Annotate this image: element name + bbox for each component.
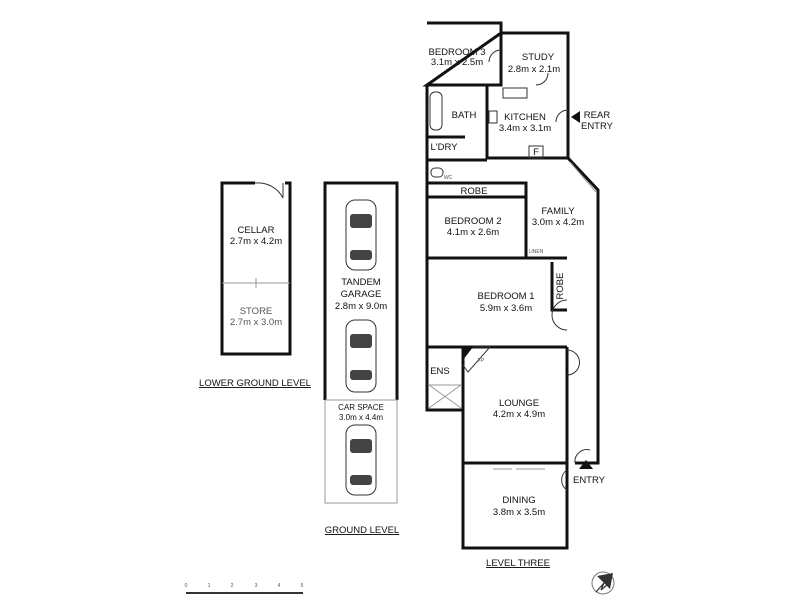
scale-tick: 3 [255, 583, 258, 589]
bedroom3-label: BEDROOM 3 [428, 47, 485, 58]
cellar-size: 2.7m x 4.2m [230, 236, 282, 247]
level-three: BEDROOM 3 3.1m x 2.5m STUDY 2.8m x 2.1m … [422, 21, 614, 569]
scale-tick: 2 [231, 583, 234, 589]
dining-label: DINING [502, 495, 535, 506]
wc-label: WC [444, 175, 453, 181]
fridge-label: F [533, 147, 539, 158]
bath-label: BATH [452, 110, 477, 121]
ground-level: TANDEM GARAGE 2.8m x 9.0m CAR SPACE 3.0m… [323, 181, 399, 536]
robe1-label: ROBE [555, 273, 566, 300]
door-swings[interactable] [488, 49, 549, 86]
rear-entry-label-2: ENTRY [581, 121, 614, 132]
entry-door-swings[interactable] [551, 109, 591, 491]
rear-entry-arrow-icon [571, 111, 580, 123]
car-icon [345, 199, 377, 271]
scale-tick: 5 [301, 583, 304, 589]
entry-arrow-icon [579, 460, 593, 469]
bedroom1-size: 5.9m x 3.6m [480, 303, 532, 314]
bedroom3-size: 3.1m x 2.5m [431, 57, 483, 68]
kitchen-label: KITCHEN [504, 112, 546, 123]
lounge-label: LOUNGE [499, 398, 539, 409]
north-arrow-icon [591, 571, 615, 595]
east-walls [566, 85, 600, 465]
car-space-label: CAR SPACE [338, 403, 384, 412]
interior-walls [427, 85, 569, 548]
linen-label: LINEN [529, 249, 544, 255]
fireplace-outline [462, 346, 492, 373]
family-label: FAMILY [541, 206, 575, 217]
lower-ground-level-title: LOWER GROUND LEVEL [199, 378, 311, 389]
sink-icon [502, 87, 528, 99]
fridge-icon [528, 145, 544, 159]
scale-tick: 0 [185, 583, 188, 589]
bedroom2-label: BEDROOM 2 [444, 216, 501, 227]
entry-label: ENTRY [573, 475, 606, 486]
bedroom2-size: 4.1m x 2.6m [447, 227, 499, 238]
toilet-icon [430, 167, 444, 178]
ens-label: ENS [430, 366, 450, 377]
dining-size: 3.8m x 3.5m [493, 507, 545, 518]
cellar-walls [220, 181, 292, 356]
fireplace-label: FP [478, 358, 485, 364]
study-size: 2.8m x 2.1m [508, 64, 560, 75]
laundry-label: L'DRY [431, 142, 459, 153]
scale-tick: 1 [208, 583, 211, 589]
car-icon [345, 424, 377, 496]
family-size: 3.0m x 4.2m [532, 217, 584, 228]
store-size: 2.7m x 3.0m [230, 317, 282, 328]
garage-size: 2.8m x 9.0m [335, 301, 387, 312]
study-label: STUDY [522, 52, 555, 63]
garage-label-1: TANDEM [341, 277, 380, 288]
bedroom1-label: BEDROOM 1 [477, 291, 534, 302]
car-space-outline [324, 399, 398, 504]
store-label: STORE [240, 306, 273, 317]
bedroom3-study-walls [422, 21, 570, 87]
cellar-door[interactable] [254, 182, 284, 199]
robe2-label: ROBE [461, 186, 488, 197]
garage-walls [323, 181, 399, 400]
fireplace-block [463, 347, 473, 360]
shower-icon [428, 384, 462, 409]
bathtub-icon [429, 91, 443, 131]
level-three-title: LEVEL THREE [486, 558, 550, 569]
scale-tick: 4 [278, 583, 281, 589]
kitchen-size: 3.4m x 3.1m [499, 123, 551, 134]
ground-level-title: GROUND LEVEL [325, 525, 399, 536]
cellar-label: CELLAR [238, 225, 275, 236]
west-walls [425, 85, 569, 550]
scale-bar: 0 1 2 3 4 5 [185, 583, 304, 594]
lower-ground-level: CELLAR 2.7m x 4.2m STORE 2.7m x 3.0m LOW… [199, 181, 311, 389]
lounge-size: 4.2m x 4.9m [493, 409, 545, 420]
window [569, 161, 597, 193]
garage-label-2: GARAGE [341, 289, 382, 300]
cooktop-icon [488, 110, 498, 124]
car-icon [345, 319, 377, 393]
rear-entry-label-1: REAR [584, 110, 611, 121]
car-space-size: 3.0m x 4.4m [339, 413, 383, 422]
